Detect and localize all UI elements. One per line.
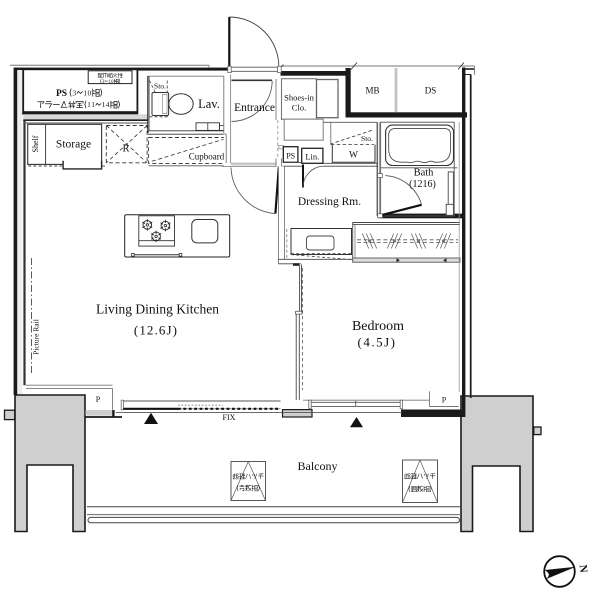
svg-text:0: 0: [111, 80, 114, 85]
svg-text:PS: PS: [286, 152, 295, 161]
svg-text:Living Dining Kitchen: Living Dining Kitchen: [96, 302, 219, 317]
svg-text:Lav.: Lav.: [198, 97, 220, 111]
svg-text:Entrance: Entrance: [234, 102, 275, 114]
svg-text:Clo.: Clo.: [292, 102, 306, 112]
svg-text:1: 1: [102, 100, 106, 109]
svg-text:Sto.: Sto.: [154, 81, 166, 90]
svg-text:Shoes-in: Shoes-in: [284, 92, 315, 102]
svg-text:(1216): (1216): [409, 179, 436, 190]
svg-text:3: 3: [72, 88, 76, 97]
svg-text:1: 1: [83, 88, 87, 97]
svg-text:Storage: Storage: [56, 139, 91, 151]
svg-text:MB: MB: [365, 86, 379, 96]
svg-text:1: 1: [87, 100, 91, 109]
svg-text:N: N: [577, 564, 590, 573]
svg-text:Picture Rail: Picture Rail: [32, 319, 41, 355]
svg-text:1: 1: [109, 80, 112, 85]
svg-text:Balcony: Balcony: [298, 459, 338, 473]
svg-text:Lin.: Lin.: [305, 152, 319, 162]
svg-text:Sto.: Sto.: [361, 134, 373, 143]
svg-text:W: W: [349, 151, 358, 161]
svg-text:3: 3: [102, 80, 105, 85]
svg-text:Bath: Bath: [414, 168, 435, 179]
svg-text:P: P: [96, 395, 101, 404]
svg-text:FIX: FIX: [223, 413, 236, 422]
svg-text:DS: DS: [425, 86, 437, 96]
svg-text:Shelf: Shelf: [31, 135, 40, 152]
svg-text:(4.5J): (4.5J): [358, 335, 397, 350]
svg-text:PS: PS: [56, 89, 67, 99]
svg-text:P: P: [442, 396, 447, 405]
svg-text:Dressing Rm.: Dressing Rm.: [298, 196, 361, 208]
svg-text:Bedroom: Bedroom: [352, 319, 404, 334]
svg-text:4: 4: [106, 100, 110, 109]
svg-text:0: 0: [87, 88, 91, 97]
svg-text:1: 1: [91, 100, 95, 109]
svg-text:(12.6J): (12.6J): [134, 323, 178, 338]
svg-text:Cupboard: Cupboard: [189, 151, 225, 161]
svg-text:R: R: [122, 144, 129, 155]
